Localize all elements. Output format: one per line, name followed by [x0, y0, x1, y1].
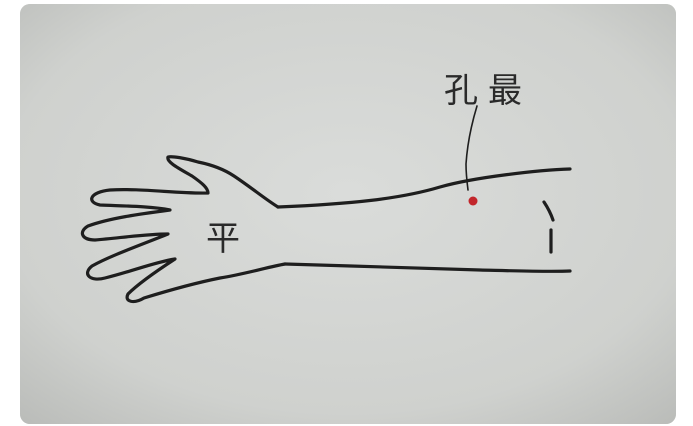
paper-background [20, 4, 676, 424]
acupoint-label: 孔最 [444, 74, 532, 108]
arm-drawing [20, 4, 676, 424]
photo-frame: 孔最 平 [20, 4, 676, 424]
palm-label: 平 [206, 222, 240, 256]
acupoint-marker [469, 197, 478, 206]
